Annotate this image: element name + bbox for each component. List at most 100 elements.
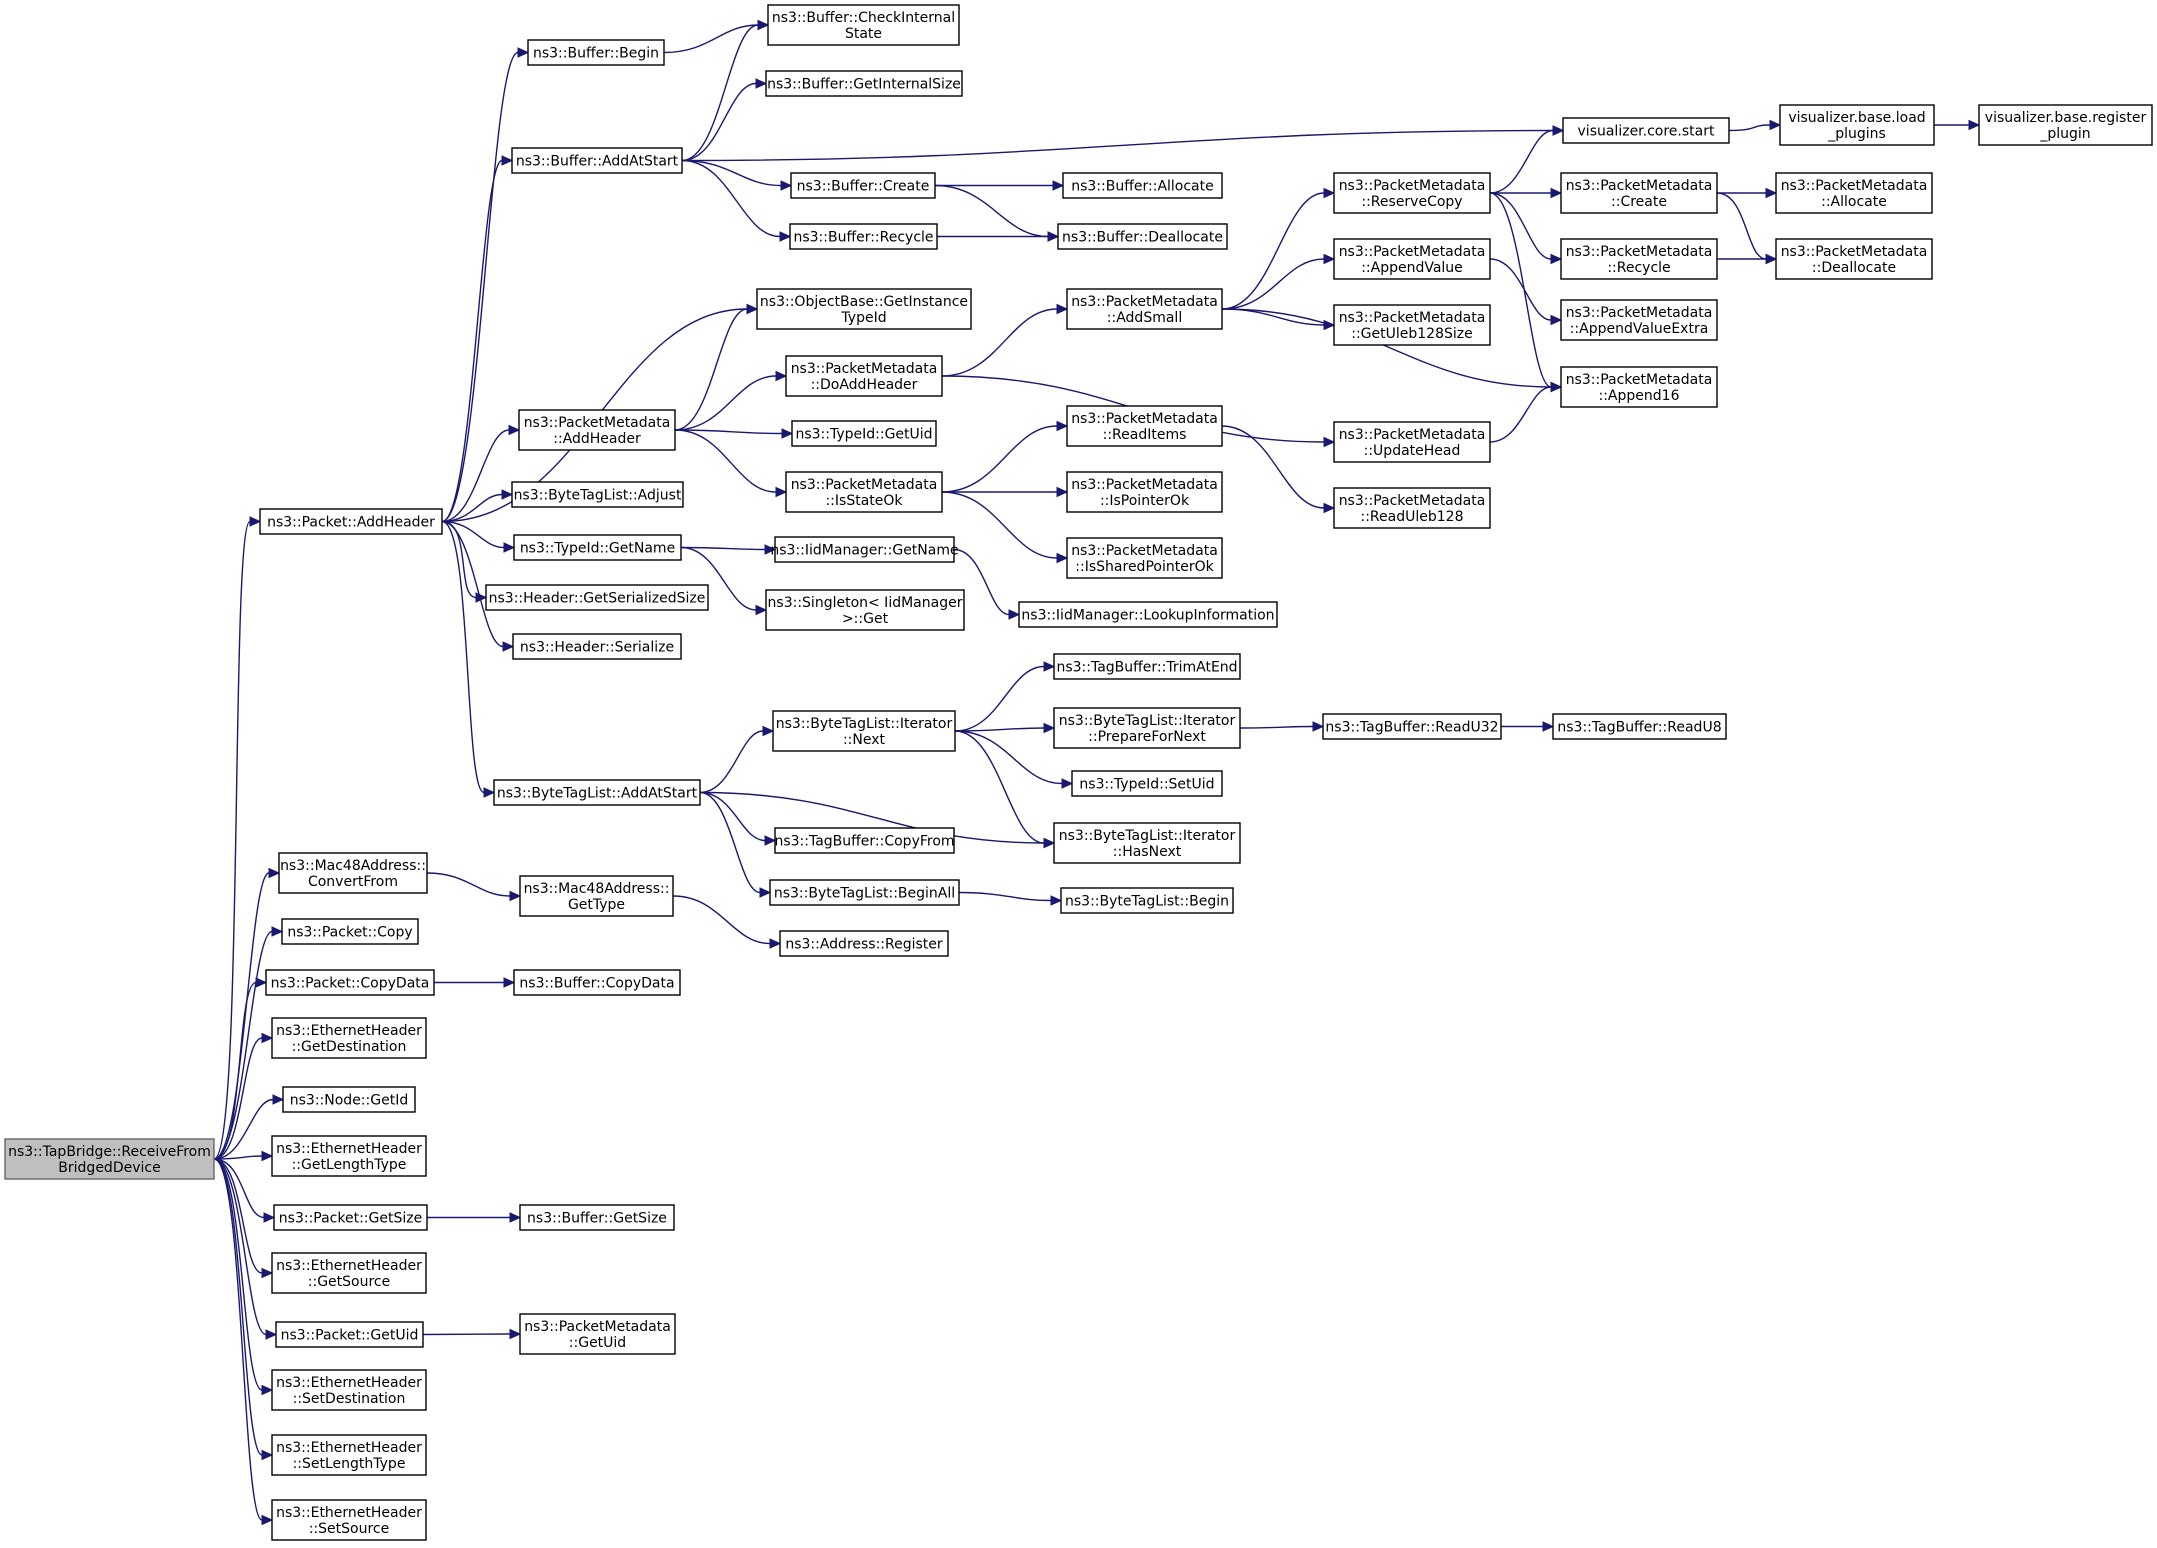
node-label: ns3::PacketMetadata	[524, 1319, 671, 1335]
graph-node-buf-begin[interactable]: ns3::Buffer::Begin	[527, 39, 665, 66]
graph-node-pm-recycle[interactable]: ns3::PacketMetadata::Recycle	[1560, 238, 1718, 280]
graph-node-pm-readuleb128[interactable]: ns3::PacketMetadata::ReadUleb128	[1333, 487, 1491, 529]
graph-node-eth-setdest[interactable]: ns3::EthernetHeader::SetDestination	[271, 1369, 427, 1411]
node-label: ns3::ByteTagList::Adjust	[514, 488, 682, 504]
call-edge	[441, 520, 515, 652]
graph-node-tagbuf-readu32[interactable]: ns3::TagBuffer::ReadU32	[1322, 713, 1502, 740]
graph-node-pkt-addheader[interactable]: ns3::Packet::AddHeader	[259, 508, 443, 535]
call-edge-line	[941, 308, 1058, 377]
graph-node-btl-beginall[interactable]: ns3::ByteTagList::BeginAll	[769, 879, 960, 906]
graph-node-buf-copydata[interactable]: ns3::Buffer::CopyData	[513, 969, 681, 996]
call-edge-line	[674, 429, 783, 435]
graph-node-pkt-copydata[interactable]: ns3::Packet::CopyData	[265, 969, 435, 996]
node-box	[1062, 172, 1223, 199]
graph-node-pm-ispointerok[interactable]: ns3::PacketMetadata::IsPointerOk	[1066, 471, 1223, 513]
graph-node-btl-begin[interactable]: ns3::ByteTagList::Begin	[1060, 887, 1234, 914]
graph-node-pm-addsmall[interactable]: ns3::PacketMetadata::AddSmall	[1066, 288, 1223, 330]
graph-node-buf-getinternalsize[interactable]: ns3::Buffer::GetInternalSize	[765, 70, 963, 97]
graph-node-buf-allocate[interactable]: ns3::Buffer::Allocate	[1062, 172, 1223, 199]
node-box	[519, 875, 674, 917]
arrowhead-icon	[1550, 187, 1563, 199]
graph-node-iid-getname[interactable]: ns3::IidManager::GetName	[770, 536, 959, 563]
graph-node-pm-doaddheader[interactable]: ns3::PacketMetadata::DoAddHeader	[785, 355, 943, 397]
graph-node-typeid-getname[interactable]: ns3::TypeId::GetName	[513, 534, 682, 561]
graph-node-pm-deallocate[interactable]: ns3::PacketMetadata::Deallocate	[1775, 238, 1933, 280]
call-edge-line	[699, 791, 761, 894]
graph-node-pm-getuid[interactable]: ns3::PacketMetadata::GetUid	[519, 1313, 676, 1355]
graph-node-pm-appendvalueextra[interactable]: ns3::PacketMetadata::AppendValueExtra	[1560, 299, 1718, 341]
graph-node-pm-reservecopy[interactable]: ns3::PacketMetadata::ReserveCopy	[1333, 172, 1491, 214]
node-box	[785, 471, 943, 513]
graph-node-eth-setsrc[interactable]: ns3::EthernetHeader::SetSource	[271, 1499, 427, 1541]
graph-node-pkt-getsize[interactable]: ns3::Packet::GetSize	[273, 1204, 428, 1231]
call-edge	[954, 730, 1074, 789]
node-box	[1018, 601, 1278, 628]
graph-node-eth-getdest[interactable]: ns3::EthernetHeader::GetDestination	[271, 1017, 427, 1059]
graph-node-eth-getsrc[interactable]: ns3::EthernetHeader::GetSource	[271, 1252, 427, 1294]
graph-node-pm-updatehead[interactable]: ns3::PacketMetadata::UpdateHead	[1333, 421, 1491, 463]
node-box	[1053, 707, 1241, 749]
arrowhead-icon	[1008, 609, 1021, 620]
graph-node-btl-addatstart[interactable]: ns3::ByteTagList::AddAtStart	[493, 779, 701, 806]
graph-node-pm-append16[interactable]: ns3::PacketMetadata::Append16	[1560, 366, 1718, 408]
call-edge	[213, 1158, 276, 1223]
node-box	[785, 355, 943, 397]
graph-node-pkt-copy[interactable]: ns3::Packet::Copy	[281, 918, 419, 945]
node-label: ns3::PacketMetadata	[1781, 244, 1928, 260]
graph-node-btli-hasnext[interactable]: ns3::ByteTagList::Iterator::HasNext	[1053, 822, 1241, 864]
graph-node-mac48-gettype[interactable]: ns3::Mac48Address::GetType	[519, 875, 674, 917]
graph-node-buf-addatstart[interactable]: ns3::Buffer::AddAtStart	[511, 147, 683, 174]
graph-node-hdr-serialize[interactable]: ns3::Header::Serialize	[512, 633, 682, 660]
graph-node-vis-core-start[interactable]: visualizer.core.start	[1562, 117, 1730, 144]
graph-node-pm-getuleb128size[interactable]: ns3::PacketMetadata::GetUleb128Size	[1333, 304, 1491, 346]
graph-node-addr-register[interactable]: ns3::Address::Register	[779, 930, 949, 957]
graph-node-pkt-getuid[interactable]: ns3::Packet::GetUid	[275, 1321, 424, 1348]
call-edge	[1239, 721, 1325, 732]
graph-node-typeid-getuid[interactable]: ns3::TypeId::GetUid	[791, 420, 937, 447]
graph-node-tagbuf-copyfrom[interactable]: ns3::TagBuffer::CopyFrom	[774, 827, 955, 854]
graph-node-tagbuf-readu8[interactable]: ns3::TagBuffer::ReadU8	[1552, 713, 1727, 740]
call-edge-line	[213, 1158, 263, 1521]
node-label: ns3::ByteTagList::AddAtStart	[497, 786, 698, 802]
node-box	[511, 147, 683, 174]
call-edge	[441, 520, 496, 798]
call-edge	[441, 520, 488, 603]
graph-node-pm-appendvalue[interactable]: ns3::PacketMetadata::AppendValue	[1333, 238, 1491, 280]
graph-node-typeid-setuid[interactable]: ns3::TypeId::SetUid	[1071, 770, 1223, 797]
graph-node-iid-lookupinfo[interactable]: ns3::IidManager::LookupInformation	[1018, 601, 1278, 628]
node-box	[791, 420, 937, 447]
graph-node-btl-adjust[interactable]: ns3::ByteTagList::Adjust	[511, 481, 684, 508]
graph-node-mac48-convert[interactable]: ns3::Mac48Address::ConvertFrom	[278, 852, 428, 894]
graph-node-pm-allocate[interactable]: ns3::PacketMetadata::Allocate	[1775, 172, 1933, 214]
graph-node-buf-deallocate[interactable]: ns3::Buffer::Deallocate	[1057, 223, 1228, 250]
graph-node-buf-recycle[interactable]: ns3::Buffer::Recycle	[789, 223, 938, 250]
node-label: ns3::ByteTagList::Iterator	[776, 716, 953, 732]
graph-node-buf-create[interactable]: ns3::Buffer::Create	[790, 172, 936, 199]
call-edge	[672, 895, 782, 949]
call-edge-line	[441, 520, 485, 794]
graph-node-eth-getlen[interactable]: ns3::EthernetHeader::GetLengthType	[271, 1135, 427, 1177]
graph-node-node-getid[interactable]: ns3::Node::GetId	[282, 1086, 416, 1113]
graph-node-pm-isstateok[interactable]: ns3::PacketMetadata::IsStateOk	[785, 471, 943, 513]
graph-node-pm-issharedptrok[interactable]: ns3::PacketMetadata::IsSharedPointerOk	[1066, 537, 1223, 579]
graph-node-vis-base-register[interactable]: visualizer.base.register_plugin	[1978, 104, 2153, 146]
graph-node-btli-next[interactable]: ns3::ByteTagList::Iterator::Next	[772, 710, 956, 752]
graph-node-hdr-getsersize[interactable]: ns3::Header::GetSerializedSize	[485, 584, 709, 611]
graph-node-pm-readitems[interactable]: ns3::PacketMetadata::ReadItems	[1066, 405, 1223, 447]
call-edge	[1221, 308, 1336, 331]
node-label: ns3::PacketMetadata	[1781, 178, 1928, 194]
graph-node-pm-addheader[interactable]: ns3::PacketMetadata::AddHeader	[518, 409, 676, 451]
node-box	[1333, 421, 1491, 463]
arrowhead-icon	[764, 544, 777, 555]
arrowhead-icon	[1323, 436, 1336, 448]
graph-node-singleton-get[interactable]: ns3::Singleton< IidManager>::Get	[765, 589, 965, 631]
node-box	[485, 584, 709, 611]
graph-node-pm-create[interactable]: ns3::PacketMetadata::Create	[1560, 172, 1718, 214]
graph-node-buf-getsize[interactable]: ns3::Buffer::GetSize	[519, 1204, 675, 1231]
graph-node-eth-setlen[interactable]: ns3::EthernetHeader::SetLengthType	[271, 1434, 427, 1476]
graph-node-tagbuf-trimatend[interactable]: ns3::TagBuffer::TrimAtEnd	[1053, 653, 1241, 680]
graph-node-btli-prepare[interactable]: ns3::ByteTagList::Iterator::PrepareForNe…	[1053, 707, 1241, 749]
graph-node-vis-base-load[interactable]: visualizer.base.load_plugins	[1779, 104, 1935, 146]
